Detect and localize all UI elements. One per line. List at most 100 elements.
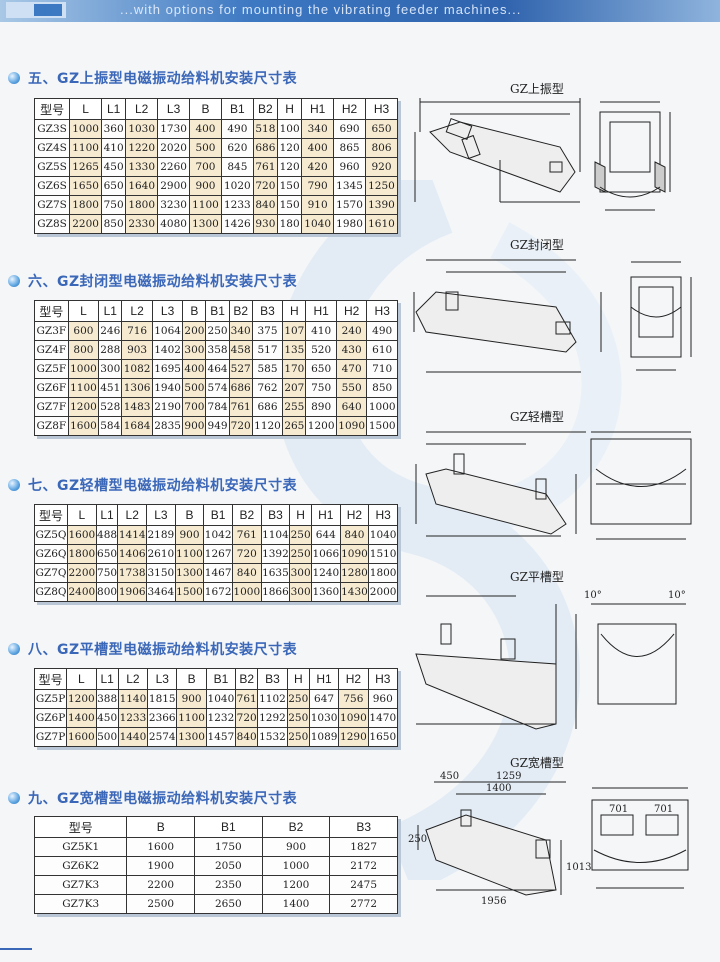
value-cell: 420 [301,157,335,177]
value-cell: 1000 [366,397,398,417]
value-cell: 1300 [174,563,205,583]
wide-dim-250: 250 [408,834,427,845]
value-cell: 520 [305,340,337,360]
value-cell: 400 [182,359,207,379]
section-title-1: 五、GZ上振型电磁振动给料机安装尺寸表 [8,68,297,88]
value-cell: 686 [252,138,279,158]
value-cell: 806 [364,138,399,158]
value-cell: 1815 [147,689,178,709]
value-cell: 1100 [174,544,205,564]
value-cell: 1220 [125,138,159,158]
value-cell: 1470 [367,708,399,728]
value-cell: 500 [182,378,207,398]
value-cell: 550 [335,378,368,398]
column-header: L2 [121,300,153,322]
value-cell: 1695 [151,359,184,379]
column-header: H [276,98,303,120]
model-cell: GZ8S [33,214,71,234]
value-cell: 1082 [121,359,153,379]
value-cell: 1000 [67,359,100,379]
value-cell: 686 [228,378,253,398]
value-cell: 1640 [125,176,159,196]
wide-trough-feeder-drawing: 450 1259 1400 250 1956 1013 701 701 [408,771,689,907]
value-cell: 910 [301,195,335,215]
value-cell: 1600 [126,837,196,857]
model-cell: GZ7F [34,397,69,417]
value-cell: 1750 [194,837,263,857]
column-header: H3 [364,98,399,120]
value-cell: 1392 [260,544,291,564]
value-cell: 120 [276,138,303,158]
value-cell: 1030 [308,708,340,728]
value-cell: 1120 [251,416,284,436]
value-cell: 850 [101,214,127,234]
column-header: B [182,300,207,322]
value-cell: 1000 [261,856,331,876]
value-cell: 1000 [231,582,262,602]
value-cell: 2172 [329,856,398,876]
diagram-label-4: GZ平槽型 [510,570,564,584]
value-cell: 644 [310,525,341,545]
column-header: B2 [235,668,259,690]
value-cell: 340 [228,321,253,341]
column-header: H [282,300,307,322]
bullet-icon [8,792,20,804]
value-cell: 2350 [194,875,263,895]
value-cell: 1980 [333,214,366,234]
value-cell: 527 [228,359,253,379]
value-cell: 517 [251,340,284,360]
value-cell: 1406 [117,544,148,564]
value-cell: 949 [205,416,230,436]
value-cell: 250 [286,708,310,728]
value-cell: 647 [308,689,340,709]
value-cell: 1800 [69,195,103,215]
value-cell: 784 [205,397,230,417]
value-cell: 2900 [157,176,191,196]
value-cell: 4080 [157,214,191,234]
value-cell: 686 [251,397,284,417]
column-header: H [286,668,310,690]
value-cell: 1300 [189,214,222,234]
value-cell: 2650 [194,894,263,914]
value-cell: 1066 [310,544,341,564]
value-cell: 1510 [368,544,398,564]
value-cell: 840 [231,563,262,583]
value-cell: 1800 [125,195,159,215]
value-cell: 107 [282,321,307,341]
value-cell: 1089 [308,727,340,747]
model-cell: GZ7S [33,195,71,215]
value-cell: 650 [305,359,337,379]
value-cell: 1800 [67,544,97,564]
value-cell: 900 [261,837,331,857]
value-cell: 300 [289,563,312,583]
value-cell: 3230 [157,195,191,215]
value-cell: 1414 [117,525,148,545]
column-header: B1 [205,300,230,322]
column-header: B [126,816,196,838]
model-cell: GZ6S [33,176,71,196]
model-cell: GZ7K3 [33,894,128,914]
column-header: 型号 [33,504,69,526]
bullet-icon [8,72,20,84]
value-cell: 903 [121,340,153,360]
value-cell: 1426 [220,214,254,234]
value-cell: 1738 [117,563,148,583]
column-header: B2 [252,98,279,120]
value-cell: 1400 [66,708,97,728]
value-cell: 1000 [69,119,103,139]
value-cell: 574 [205,378,230,398]
value-cell: 1457 [205,727,237,747]
section-title-text: 六、GZ封闭型电磁振动给料机安装尺寸表 [28,274,298,290]
value-cell: 1866 [260,582,291,602]
model-cell: GZ6F [34,378,69,398]
value-cell: 1040 [205,689,237,709]
value-cell: 690 [333,119,366,139]
value-cell: 1940 [151,378,184,398]
value-cell: 1800 [368,563,398,583]
